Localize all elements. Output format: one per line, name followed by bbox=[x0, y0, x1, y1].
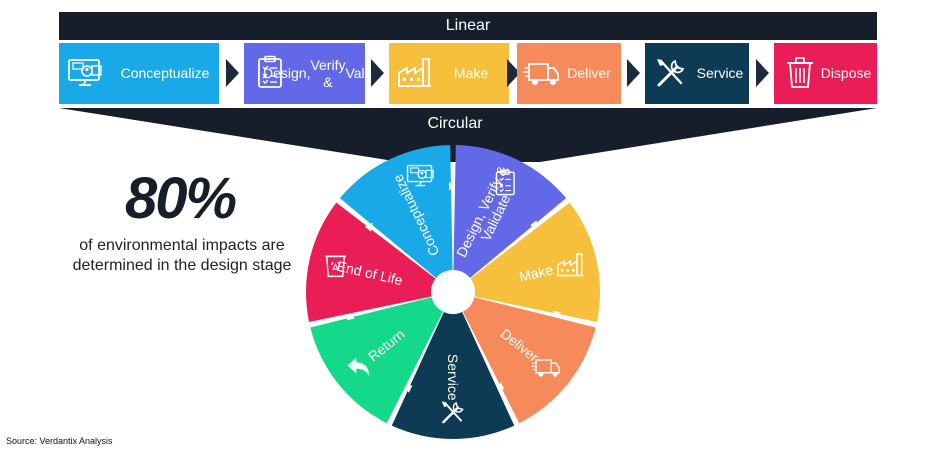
wheel-segment-conceptualize: Conceptualize bbox=[339, 145, 457, 278]
step-arrow-icon bbox=[225, 59, 239, 87]
circular-title: Circular bbox=[427, 115, 483, 132]
linear-step-make: Make bbox=[389, 43, 509, 104]
delivery-truck-icon bbox=[523, 63, 559, 85]
wheel-segment-shape bbox=[453, 145, 567, 278]
monitor-user-icon bbox=[68, 59, 102, 86]
wheel-segment-shape bbox=[391, 312, 515, 440]
factory-icon bbox=[556, 253, 584, 277]
linear-step-service: Service bbox=[645, 43, 749, 104]
wheel-segment-return: Return bbox=[310, 297, 444, 424]
wheel-flow-arrow-icon bbox=[403, 385, 413, 393]
clipboard-checklist-icon bbox=[258, 55, 282, 88]
wheel-segment-end-of-life: End of Life bbox=[306, 202, 436, 322]
step-arrow-icon bbox=[755, 59, 769, 87]
stat-caption: of environmental impacts are determined … bbox=[72, 237, 292, 274]
tools-icon bbox=[441, 401, 464, 424]
wheel-flow-arrow-icon bbox=[364, 222, 373, 232]
return-arrow-icon bbox=[347, 357, 370, 376]
linear-step-label: Conceptualize bbox=[120, 65, 210, 81]
wheel-segment-shape bbox=[470, 202, 601, 322]
wheel-flow-arrow-icon bbox=[449, 182, 457, 191]
linear-step-conceptualize: Conceptualize bbox=[59, 43, 219, 104]
wheel-segment-design: Design, Verify &Validate bbox=[453, 145, 567, 278]
linear-step-label: Service bbox=[696, 65, 744, 81]
wheel-flow-arrow-icon bbox=[553, 310, 561, 320]
stat-value: 80% bbox=[124, 166, 237, 231]
monitor-user-icon bbox=[406, 164, 434, 187]
step-arrow-icon bbox=[507, 59, 520, 87]
source-note: Source: Verdantix Analysis bbox=[6, 436, 113, 446]
wheel-hub bbox=[437, 276, 469, 308]
wheel-segment-deliver: Deliver bbox=[462, 297, 596, 424]
wheel-segment-make: Make bbox=[470, 202, 601, 322]
tools-icon bbox=[657, 59, 685, 87]
funnel-trapezoid bbox=[59, 108, 877, 162]
delivery-truck-icon bbox=[531, 359, 560, 377]
trash-can-icon bbox=[787, 57, 813, 88]
step-arrow-icon bbox=[371, 59, 384, 87]
wheel-segment-service: Service bbox=[391, 312, 515, 440]
step-arrow-icon bbox=[627, 59, 640, 87]
wheel-segment-shape bbox=[310, 297, 444, 424]
linear-step-label: Make bbox=[453, 65, 489, 81]
wheel-segment-label: Make bbox=[518, 261, 555, 284]
linear-title: Linear bbox=[445, 17, 491, 34]
wheel-flow-arrow-icon bbox=[495, 382, 505, 390]
wheel-segment-shape bbox=[306, 202, 436, 322]
linear-step-label: Dispose bbox=[820, 65, 872, 81]
recycle-bin-icon bbox=[325, 255, 346, 278]
wheel-segment-shape bbox=[462, 297, 596, 424]
linear-step-label: Deliver bbox=[567, 65, 611, 81]
factory-icon bbox=[398, 58, 431, 87]
wheel-flow-arrow-icon bbox=[530, 220, 539, 230]
wheel-segment-label: Service bbox=[445, 354, 461, 401]
wheel-flow-arrow-icon bbox=[346, 311, 355, 321]
linear-header-bar: Linear bbox=[59, 12, 877, 40]
clipboard-checklist-icon bbox=[495, 169, 515, 196]
linear-step-deliver: Deliver bbox=[517, 43, 621, 104]
linear-step-dispose: Dispose bbox=[774, 43, 877, 104]
